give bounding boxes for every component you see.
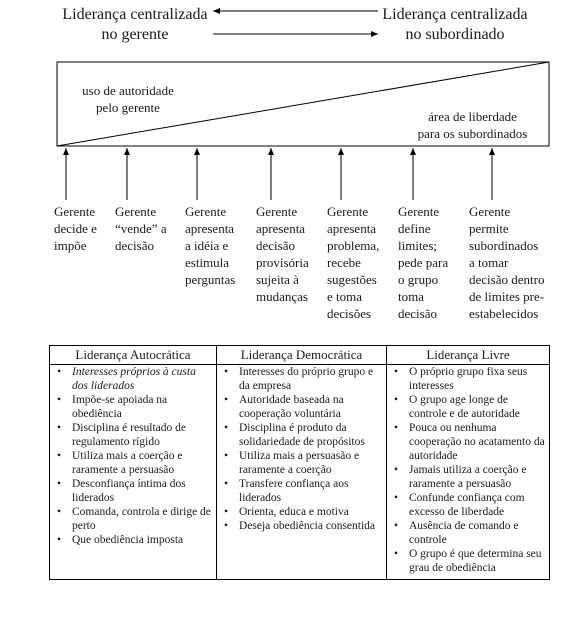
list-item: Autoridade baseada na cooperação voluntá… <box>219 393 384 421</box>
continuum-step-3: Gerente apresenta a idéia e estimula pergunt… <box>185 203 235 288</box>
continuum-step-1: Gerente decide e impõe <box>54 203 97 254</box>
continuum-step-line: subordinados <box>469 238 539 253</box>
continuum-step-line: decisões <box>327 306 372 321</box>
header-autocratica: Liderança Autocrática <box>49 345 217 365</box>
continuum-step-line: estabelecidos <box>469 306 539 321</box>
header-centralized-manager: Liderança centralizada no gerente <box>55 5 215 45</box>
continuum-diagram <box>56 8 550 200</box>
continuum-step-line: “vende” a <box>115 221 167 236</box>
authority-label-line2: pelo gerente <box>96 100 160 115</box>
freedom-label: área de liberdade para os subordinados <box>400 108 545 142</box>
list-item: Confunde confiança com excesso de liberd… <box>389 491 547 519</box>
continuum-step-line: limites; <box>398 238 437 253</box>
header-democratica: Liderança Democrática <box>216 345 387 365</box>
header-right-line2: no subordinado <box>405 26 505 43</box>
continuum-step-line: define <box>398 221 431 236</box>
continuum-step-line: Gerente <box>256 204 298 219</box>
continuum-step-line: estimula <box>185 255 230 270</box>
continuum-step-line: decisão dentro <box>469 272 545 287</box>
list-item: Desconfiança íntima dos liderados <box>52 477 214 505</box>
continuum-step-line: decisão <box>398 306 437 321</box>
continuum-step-line: apresenta <box>256 221 306 236</box>
continuum-step-line: perguntas <box>185 272 236 287</box>
list-item: O grupo é que determina seu grau de obed… <box>389 547 547 575</box>
header-left-line2: no gerente <box>101 26 169 43</box>
list-item: Jamais utiliza a coerção e raramente a p… <box>389 463 547 491</box>
continuum-diagonal <box>56 61 550 147</box>
list-item: Utiliza mais a coerção e raramente a per… <box>52 449 214 477</box>
list-item: Interesses próprios à custa dos liderado… <box>52 365 214 393</box>
continuum-step-line: apresenta <box>327 221 377 236</box>
list-item: Interesses do próprio grupo e da empresa <box>219 365 384 393</box>
continuum-step-line: Gerente <box>469 204 511 219</box>
header-left-line1: Liderança centralizada <box>62 6 208 23</box>
list-item: Disciplina é resultado de regulamento rí… <box>52 421 214 449</box>
continuum-step-line: impõe <box>54 238 87 253</box>
leadership-comparison-table: Liderança Autocrática Liderança Democrát… <box>49 345 550 580</box>
continuum-step-line: sugestões <box>327 272 377 287</box>
continuum-step-line: o grupo <box>398 272 439 287</box>
continuum-step-6: Gerente define limites; pede para o grupo tom… <box>398 203 448 322</box>
continuum-step-line: permite <box>469 221 509 236</box>
continuum-step-line: decisão <box>115 238 154 253</box>
continuum-step-5: Gerente apresenta problema, recebe sugestões… <box>327 203 379 322</box>
col-democratica: Interesses do próprio grupo e da empresa… <box>216 364 387 580</box>
continuum-step-line: Gerente <box>185 204 227 219</box>
list-item: Utiliza mais a persuasão e raramente a c… <box>219 449 384 477</box>
continuum-step-line: Gerente <box>115 204 157 219</box>
list-item: Deseja obediência consentida <box>219 519 384 533</box>
continuum-step-4: Gerente apresenta decisão provisória sujeita… <box>256 203 309 305</box>
continuum-step-2: Gerente “vende” a decisão <box>115 203 167 254</box>
continuum-step-line: sujeita à <box>256 272 299 287</box>
list-item: Disciplina é produto da solidariedade de… <box>219 421 384 449</box>
freedom-label-line2: para os subordinados <box>417 126 528 141</box>
col-autocratica: Interesses próprios à custa dos liderado… <box>49 364 217 580</box>
list-item: Comanda, controla e dirige de perto <box>52 505 214 533</box>
col-livre: O próprio grupo fixa seus interessesO gr… <box>386 364 550 580</box>
continuum-step-line: Gerente <box>398 204 440 219</box>
continuum-step-line: toma <box>398 289 424 304</box>
continuum-step-line: a tomar <box>469 255 509 270</box>
list-item: Pouca ou nenhuma cooperação no acatament… <box>389 421 547 463</box>
list-item: Impõe-se apoiada na obediência <box>52 393 214 421</box>
list-item: Ausência de comando e controle <box>389 519 547 547</box>
continuum-step-line: apresenta <box>185 221 235 236</box>
continuum-step-line: provisória <box>256 255 309 270</box>
continuum-step-line: problema, <box>327 238 380 253</box>
list-item: O próprio grupo fixa seus interesses <box>389 365 547 393</box>
continuum-step-line: e toma <box>327 289 363 304</box>
freedom-label-line1: área de liberdade <box>428 109 517 124</box>
list-item: Transfere confiança aos liderados <box>219 477 384 505</box>
header-livre: Liderança Livre <box>386 345 550 365</box>
continuum-step-line: mudanças <box>256 289 308 304</box>
list-item: Que obediência imposta <box>52 533 214 547</box>
header-centralized-subordinate: Liderança centralizada no subordinado <box>370 5 540 45</box>
header-right-line1: Liderança centralizada <box>382 6 528 23</box>
continuum-step-line: pede para <box>398 255 449 270</box>
continuum-step-line: de limites pre- <box>469 289 545 304</box>
authority-label: uso de autoridade pelo gerente <box>70 82 186 116</box>
continuum-step-line: decisão <box>256 238 295 253</box>
continuum-step-line: decide e <box>54 221 97 236</box>
continuum-step-line: Gerente <box>327 204 369 219</box>
continuum-arrows <box>63 148 495 200</box>
list-item: O grupo age longe de controle e de autor… <box>389 393 547 421</box>
continuum-box <box>56 61 550 147</box>
continuum-step-line: recebe <box>327 255 361 270</box>
continuum-step-line: Gerente <box>54 204 96 219</box>
continuum-step-line: a idéia e <box>185 238 229 253</box>
continuum-step-7: Gerente permite subordinados a tomar decisão… <box>469 203 544 322</box>
list-item: Orienta, educa e motiva <box>219 505 384 519</box>
authority-label-line1: uso de autoridade <box>82 83 174 98</box>
